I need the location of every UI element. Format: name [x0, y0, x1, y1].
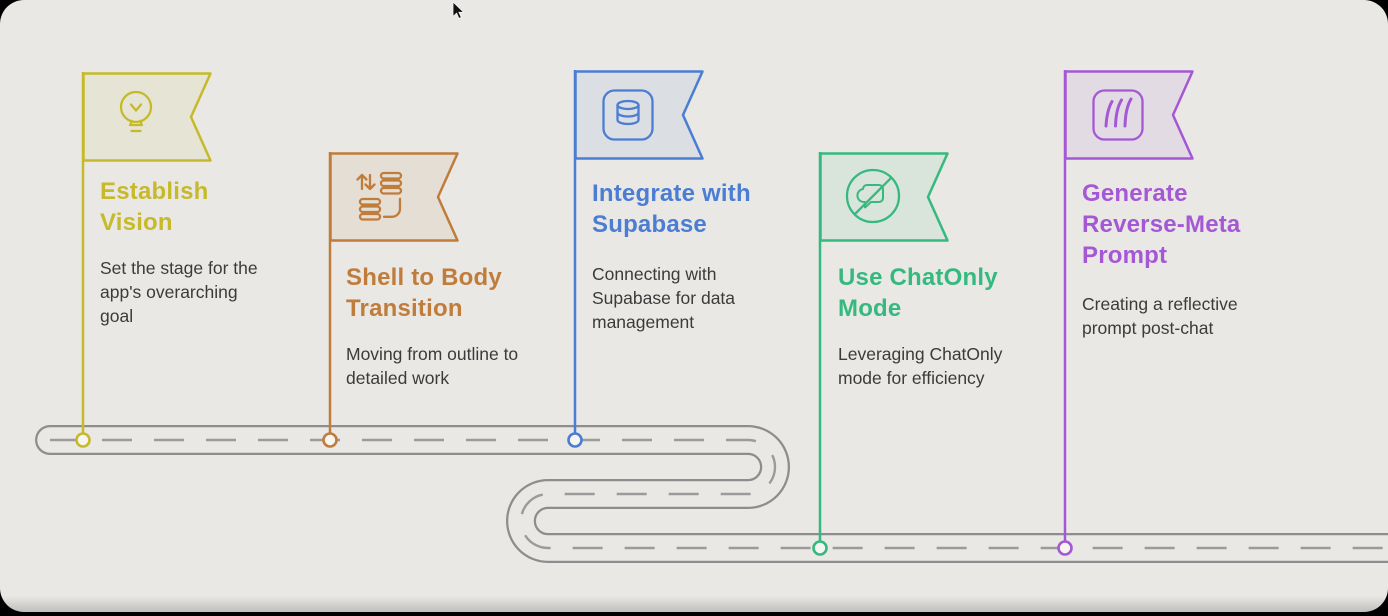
flag-integrate-supabase — [574, 70, 704, 160]
lightbulb-icon — [119, 90, 153, 133]
mouse-cursor — [452, 2, 465, 20]
flag-use-chatonly — [819, 152, 949, 242]
milestone-title: Integrate with Supabase — [592, 180, 751, 238]
database-icon — [602, 89, 654, 141]
milestone-description: Leveraging ChatOnly mode for efficiency — [838, 344, 1003, 388]
database-transfer-icon — [356, 171, 403, 221]
flag-reverse-meta-prompt — [1064, 70, 1194, 160]
road-centerline — [50, 438, 1388, 550]
flag-establish-vision — [82, 72, 212, 162]
milestone-marker — [75, 432, 91, 448]
miro-icon — [1092, 89, 1144, 141]
milestone-marker — [1057, 540, 1073, 556]
milestone-marker — [812, 540, 828, 556]
milestone-title: Generate Reverse-Meta Prompt — [1082, 180, 1241, 269]
milestone-description: Connecting with Supabase for data manage… — [592, 264, 736, 332]
chat-off-icon — [845, 168, 901, 224]
milestone-marker — [322, 432, 338, 448]
milestone-title: Shell to Body Transition — [346, 264, 502, 322]
milestone-description: Set the stage for the app's overarching … — [100, 258, 258, 326]
milestone-description: Creating a reflective prompt post-chat — [1082, 294, 1238, 338]
road-fill — [37, 427, 1388, 561]
milestone-description: Moving from outline to detailed work — [346, 344, 519, 388]
milestone-title: Establish Vision — [100, 178, 209, 236]
milestone-marker — [567, 432, 583, 448]
milestone-title: Use ChatOnly Mode — [838, 264, 998, 322]
flag-shell-to-body — [329, 152, 459, 242]
